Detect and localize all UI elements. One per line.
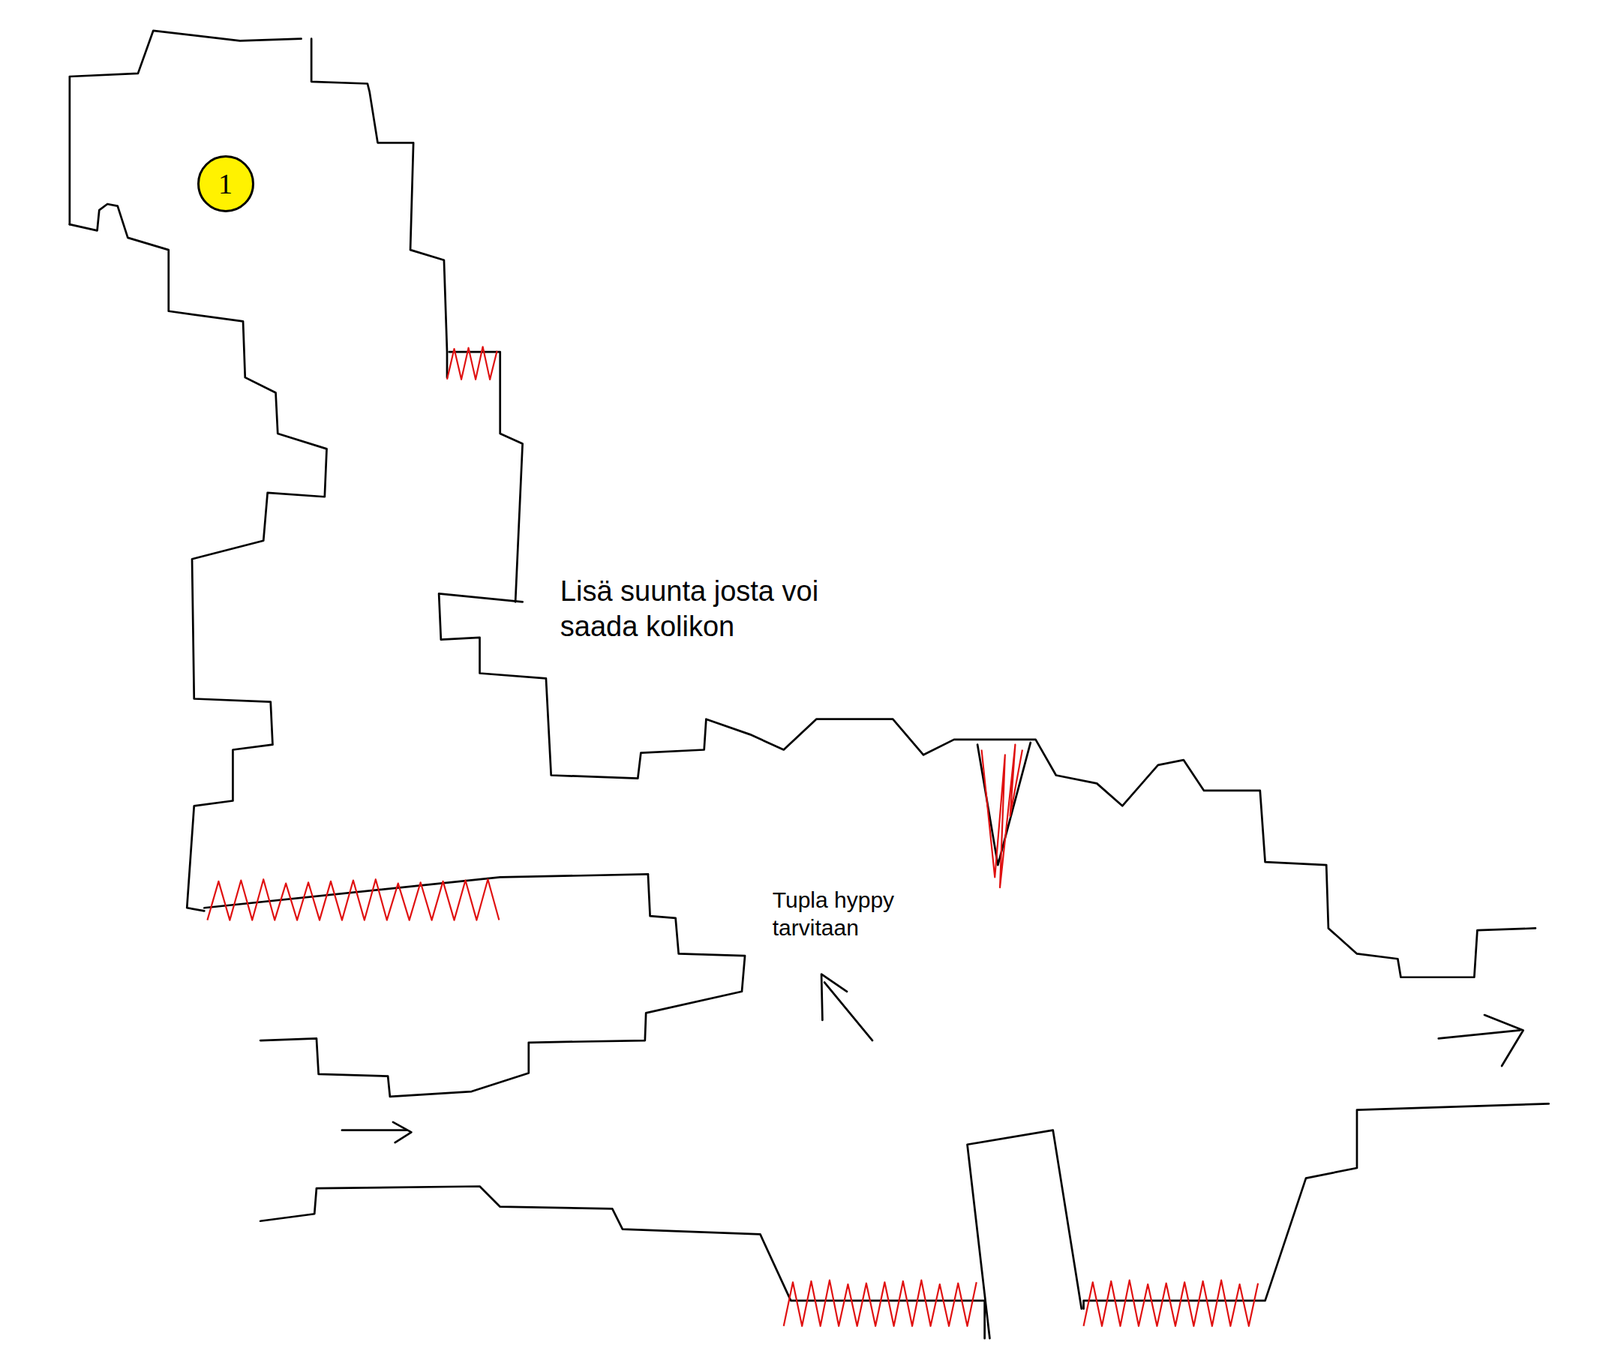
wall <box>260 873 745 1096</box>
direction-arrow <box>1438 1029 1521 1039</box>
note: Tupla hyppy tarvitaan <box>772 885 919 943</box>
direction-arrow <box>393 1122 412 1143</box>
wall <box>449 351 523 602</box>
wall <box>69 204 328 911</box>
note: Lisä suunta josta voi saada kolikon <box>560 573 831 646</box>
spike-hazard <box>207 879 499 920</box>
coin-number: 1 <box>218 167 233 201</box>
wall <box>311 39 448 378</box>
wall <box>438 593 1536 977</box>
coin: 1 <box>197 155 255 213</box>
wall <box>1083 1103 1549 1309</box>
spike-hazard <box>783 1280 977 1327</box>
spike-hazard <box>1083 1280 1259 1327</box>
direction-arrow <box>824 982 873 1042</box>
spike-hazard <box>447 346 498 380</box>
direction-arrow <box>821 974 847 1021</box>
spike-hazard <box>981 744 1023 888</box>
wall <box>260 1186 985 1339</box>
pillar <box>967 1130 1082 1339</box>
direction-arrow <box>1484 1014 1524 1066</box>
direction-arrow <box>342 1128 407 1132</box>
wall <box>69 30 302 225</box>
